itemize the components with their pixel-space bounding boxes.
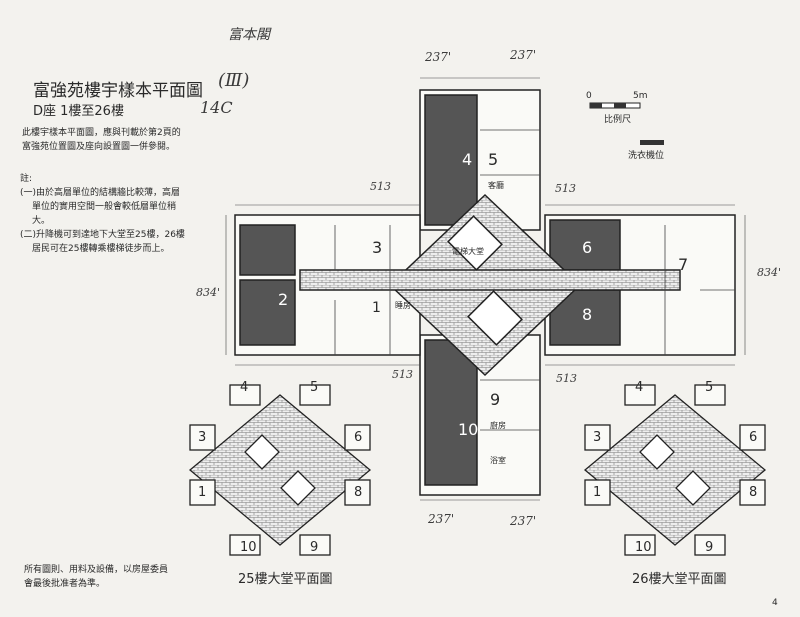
unit-number: 10 [458,420,479,439]
unit-number: 9 [310,540,319,555]
dim-annotation: 237' [428,512,455,526]
disclaimer: 所有圖則、用料及設備，以房屋委員 會最後批准者為準。 [24,563,168,591]
note-line: (一)由於高層單位的結構牆比較薄，高層 [20,188,181,198]
room-label: 電梯大堂 [452,247,484,256]
notes-heading: 註: [20,174,33,184]
unit-number: 5 [705,380,714,395]
unit-number: 7 [678,255,689,274]
scale-bar [589,102,664,145]
unit-number: 5 [488,150,499,169]
caption-25f-lobby: 25樓大堂平面圖 [238,572,333,587]
unit-number: 10 [635,540,652,555]
room-label: 客廳 [488,181,504,190]
unit-number: 10 [240,540,257,555]
unit-number: 9 [705,540,714,555]
unit-number: 6 [749,430,758,445]
scale-label: 比例尺 [604,115,632,125]
unit-number: 9 [490,390,501,409]
unit-10-dark [424,339,478,486]
unit-number: 8 [582,305,593,324]
room-label: 睡房 [395,301,411,310]
dim-annotation: 834' [757,266,782,279]
unit-number: 8 [749,485,758,500]
dim-annotation: 513 [555,182,576,195]
lift-shaft [447,215,503,271]
room-label: 浴室 [490,456,506,465]
unit-number: 4 [462,150,473,169]
dim-annotation: 834' [196,286,221,299]
dim-annotation: 237' [510,48,537,62]
note-line: 大。 [32,216,51,226]
intro-line: 此樓宇樣本平面圖，應與刊載於第2頁的 [22,128,181,138]
unit-6-dark [549,219,621,271]
corridor-horizontal [299,269,681,291]
lift-shaft [467,290,523,346]
room-label: 廚房 [490,421,506,430]
scale-five: 5m [633,91,648,101]
dim-annotation: 513 [556,372,577,385]
note-line: 居民可在25樓轉乘樓梯徒步而上。 [32,244,170,254]
scale-zero: 0 [586,91,592,101]
unit-number: 4 [240,380,249,395]
disclaimer-line: 會最後批准者為準。 [24,579,106,589]
unit-number: 3 [593,430,602,445]
unit-number: 2 [278,290,289,309]
unit-4-dark [424,94,478,226]
note-line: 單位的實用空間一般會較低層單位稍 [32,202,177,212]
dim-annotation: 513 [370,180,391,193]
handwritten-roman: (Ⅲ) [218,70,250,91]
unit-number: 1 [593,485,602,500]
washer-label: 洗衣機位 [628,151,665,161]
unit-number: 1 [372,300,381,316]
unit-6-dark-left [239,224,296,276]
unit-number: 6 [582,238,593,257]
note-line: (二)升降機可到達地下大堂至25樓，26樓 [20,230,185,240]
intro-text: 此樓宇樣本平面圖，應與刊載於第2頁的 富強苑位置圖及座向設置圖一併參閱。 [22,126,181,154]
caption-26f-lobby: 26樓大堂平面圖 [632,572,727,587]
unit-number: 6 [354,430,363,445]
unit-number: 4 [635,380,644,395]
dimension-lines [225,77,746,501]
page-number: 4 [772,598,778,608]
intro-line: 富強苑位置圖及座向設置圖一併參閱。 [22,142,176,152]
dim-annotation: 513 [392,368,413,381]
typical-floor-plan [234,89,736,496]
page-subtitle: D座 1樓至26樓 [33,104,124,119]
unit-number: 3 [198,430,207,445]
disclaimer-line: 所有圖則、用料及設備，以房屋委員 [24,565,169,575]
unit-number: 8 [354,485,363,500]
handwritten-unit: 14C [200,98,233,117]
unit-2-dark [239,279,296,346]
page-title: 富強苑樓宇樣本平面圖 [33,81,203,101]
notes: 註: (一)由於高層單位的結構牆比較薄，高層 單位的實用空間一般會較低層單位稍 … [20,172,185,256]
dim-annotation: 237' [510,514,537,528]
dim-annotation: 237' [425,50,452,64]
unit-number: 1 [198,485,207,500]
unit-number: 3 [372,238,383,257]
handwritten-estate-name: 富本閣 [228,27,270,43]
washer-symbol [640,140,664,145]
unit-number: 5 [310,380,319,395]
lobby-plan-25 [188,384,372,556]
lobby-plan-26 [583,384,767,556]
